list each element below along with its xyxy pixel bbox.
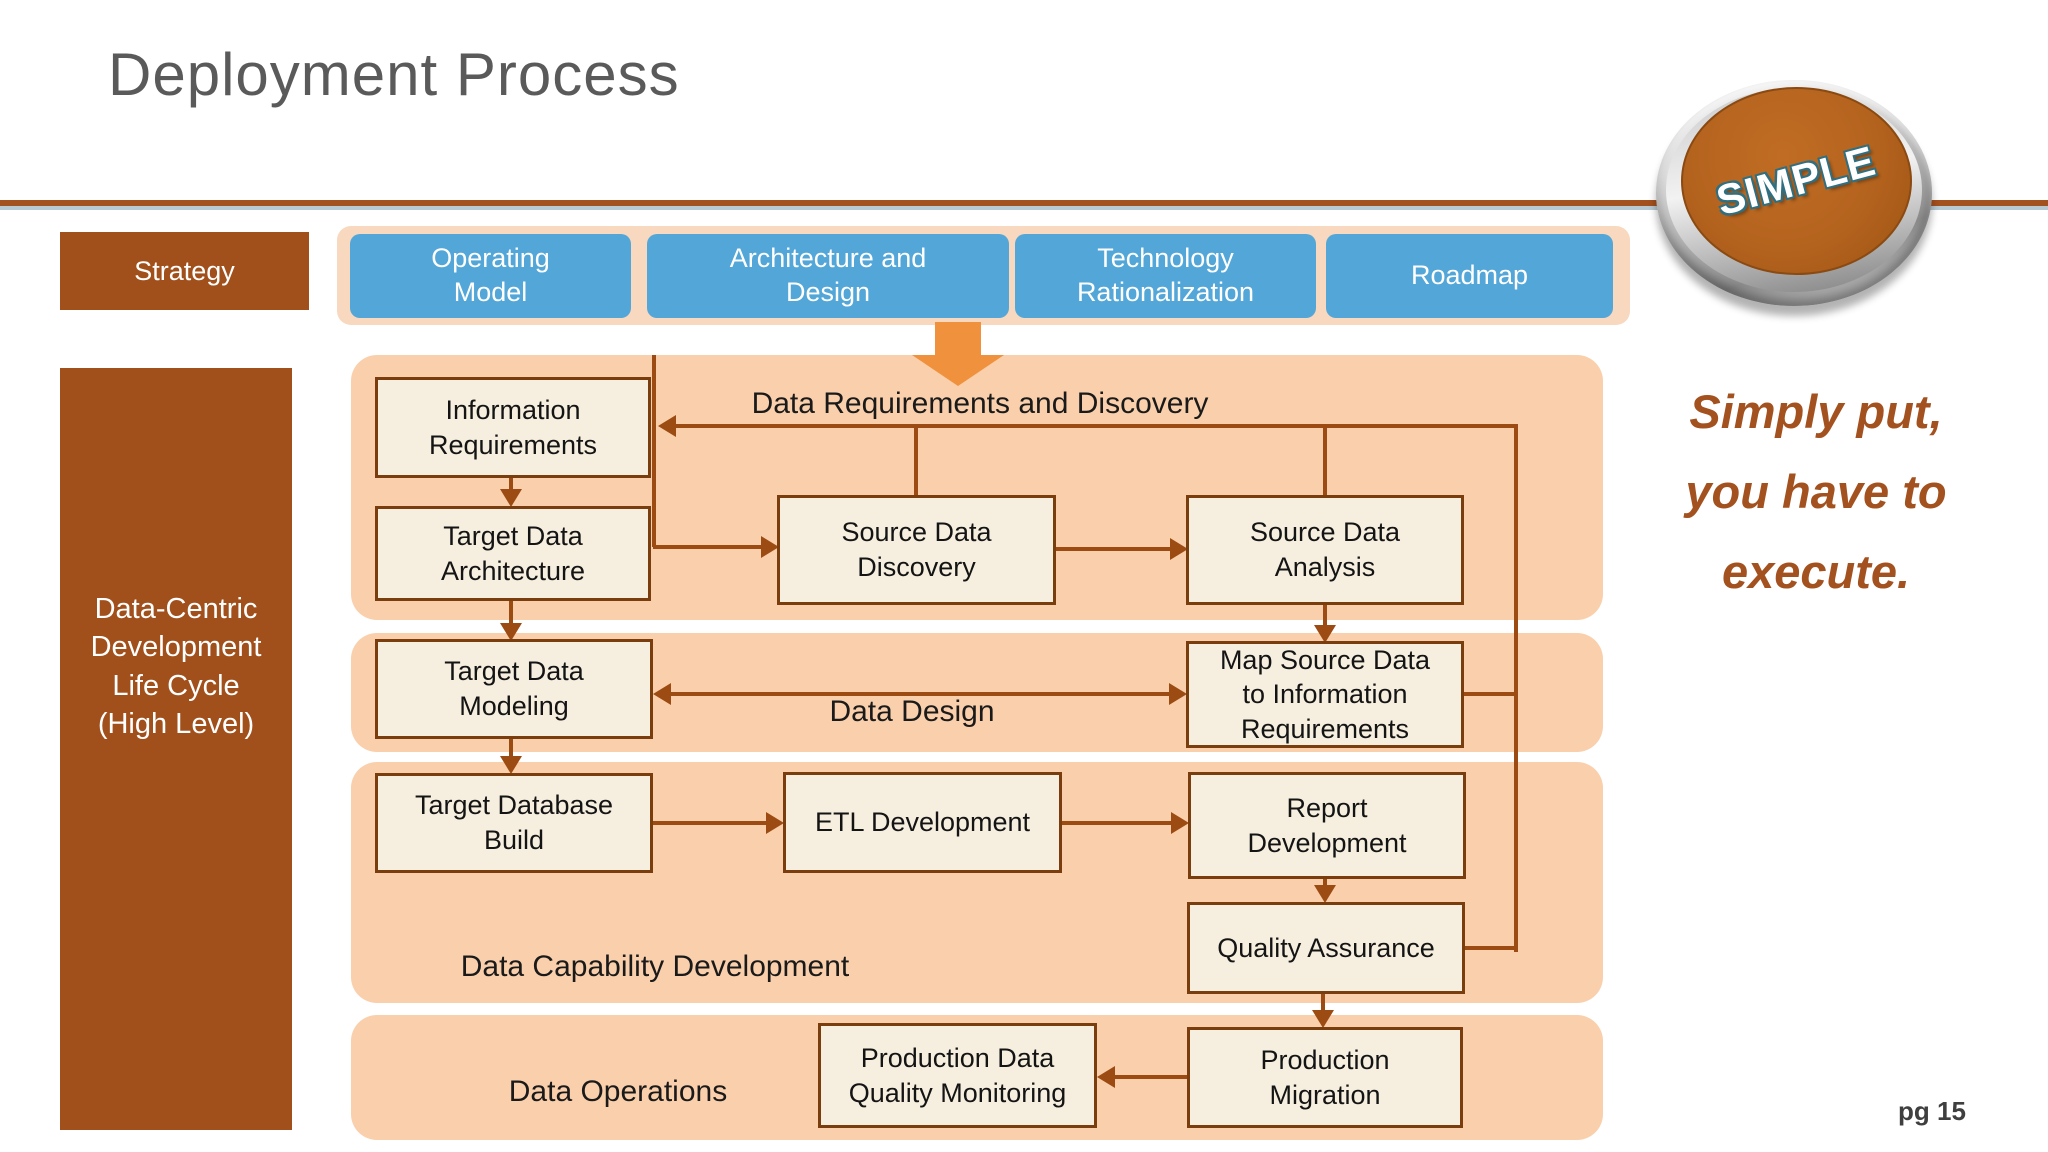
simple-button-graphic: SIMPLE: [1656, 80, 1932, 312]
arrowhead-report-to-qa-icon: [1314, 885, 1336, 903]
node-target-database-build-label: Target Database Build: [414, 790, 614, 855]
arrowhead-qa-to-migration-icon: [1312, 1010, 1334, 1028]
node-quality-assurance: Quality Assurance: [1187, 902, 1465, 994]
node-information-requirements-label: Information Requirements: [428, 394, 598, 460]
connector-modeling-to-build: [509, 739, 513, 759]
node-target-data-modeling-label: Target Data Modeling: [444, 656, 584, 721]
connector-etl-to-report: [1062, 821, 1172, 825]
strategy-label: Strategy: [134, 255, 235, 286]
connector-modeling-map-bidirectional: [669, 692, 1171, 696]
phase-operating-model: Operating Model: [350, 234, 631, 318]
arrowhead-architecture-to-modeling-icon: [500, 623, 522, 641]
arrowhead-modeling-to-build-icon: [500, 756, 522, 774]
quote-line-3: execute.: [1721, 544, 1911, 598]
feedback-arrowhead-left-icon: [658, 415, 676, 437]
phase-architecture-and-design: Architecture and Design: [647, 234, 1009, 318]
connector-drop-source-data-discovery: [914, 426, 918, 495]
arrowhead-migration-to-monitoring-icon: [1097, 1066, 1115, 1088]
arrowhead-architecture-to-discovery-icon: [761, 536, 779, 558]
arrowhead-etl-to-report-icon: [1171, 812, 1189, 834]
connector-qa-to-migration: [1321, 994, 1325, 1012]
connector-feedback-horizontal: [674, 424, 1516, 428]
node-etl-development-label: ETL Development: [814, 807, 1031, 838]
strategy-box: Strategy: [60, 232, 309, 310]
node-map-source-data: Map Source Data to Information Requireme…: [1186, 641, 1464, 748]
phase-operating-model-label: Operating Model: [431, 243, 550, 307]
lifecycle-sidebar-label: Data-Centric Development Life Cycle (Hig…: [90, 593, 262, 740]
node-etl-development: ETL Development: [783, 772, 1062, 873]
connector-inforeq-to-architecture: [509, 478, 513, 492]
node-source-data-discovery-label: Source Data Discovery: [841, 517, 992, 582]
node-production-data-quality-monitoring-label: Production Data Quality Monitoring: [848, 1042, 1067, 1108]
phase-technology-rationalization: Technology Rationalization: [1015, 234, 1316, 318]
down-arrow-icon: [912, 355, 1004, 386]
connector-analysis-to-map: [1323, 605, 1327, 627]
down-arrow-shaft: [935, 322, 981, 356]
panel-title-requirements: Data Requirements and Discovery: [751, 387, 1209, 420]
node-target-data-architecture-label: Target Data Architecture: [440, 520, 586, 586]
node-information-requirements: Information Requirements: [375, 377, 651, 478]
connector-panel-top-to-discovery: [652, 355, 656, 547]
page-title: Deployment Process: [108, 41, 680, 108]
quote-line-1: Simply put,: [1689, 385, 1943, 438]
connector-map-source-to-feedback: [1464, 692, 1518, 696]
arrowhead-build-to-etl-icon: [766, 812, 784, 834]
node-map-source-data-label: Map Source Data to Information Requireme…: [1219, 644, 1431, 744]
node-production-data-quality-monitoring: Production Data Quality Monitoring: [818, 1023, 1097, 1128]
connector-drop-source-data-analysis: [1323, 426, 1327, 495]
header-rule-top: [0, 200, 2048, 206]
arrowhead-analysis-to-map-icon: [1314, 625, 1336, 643]
phase-roadmap-label: Roadmap: [1410, 260, 1529, 291]
node-source-data-analysis: Source Data Analysis: [1186, 495, 1464, 605]
simple-button-label: SIMPLE: [1711, 136, 1881, 225]
connector-feedback-vertical-right: [1514, 424, 1518, 952]
simple-button-face: SIMPLE: [1681, 87, 1912, 275]
quote-line-2: you have to: [1685, 464, 1947, 518]
connector-architecture-to-discovery: [653, 545, 763, 549]
node-target-database-build: Target Database Build: [375, 773, 653, 873]
arrowhead-map-to-modeling-icon: [653, 683, 671, 705]
connector-discovery-to-analysis: [1056, 547, 1172, 551]
arrowhead-inforeq-to-architecture-icon: [500, 489, 522, 507]
node-quality-assurance-label: Quality Assurance: [1217, 932, 1435, 963]
node-production-migration: Production Migration: [1187, 1027, 1463, 1128]
arrowhead-modeling-to-map-icon: [1169, 683, 1187, 705]
node-target-data-modeling: Target Data Modeling: [375, 639, 653, 739]
phase-architecture-and-design-label: Architecture and Design: [729, 243, 927, 307]
page-number: pg 15: [1898, 1096, 1966, 1126]
connector-migration-to-monitoring: [1113, 1075, 1187, 1079]
connector-build-to-etl: [653, 821, 767, 825]
connector-report-to-qa: [1323, 879, 1327, 889]
node-source-data-analysis-label: Source Data Analysis: [1249, 517, 1401, 582]
arrowhead-discovery-to-analysis-icon: [1170, 538, 1188, 560]
node-source-data-discovery: Source Data Discovery: [777, 495, 1056, 605]
quote-text: Simply put, you have to execute.: [1620, 372, 2012, 612]
header-rule-bottom: [0, 206, 2048, 210]
panel-title-design: Data Design: [829, 695, 995, 728]
panel-title-operations: Data Operations: [508, 1075, 728, 1108]
connector-architecture-to-modeling: [509, 601, 513, 625]
phase-roadmap: Roadmap: [1326, 234, 1613, 318]
connector-quality-assurance-to-feedback: [1465, 946, 1518, 950]
node-target-data-architecture: Target Data Architecture: [375, 506, 651, 601]
node-report-development-label: Report Development: [1247, 792, 1407, 858]
node-production-migration-label: Production Migration: [1260, 1044, 1390, 1110]
phase-technology-rationalization-label: Technology Rationalization: [1076, 243, 1255, 307]
node-report-development: Report Development: [1188, 772, 1466, 879]
lifecycle-sidebar: Data-Centric Development Life Cycle (Hig…: [60, 368, 292, 1130]
panel-title-capability: Data Capability Development: [460, 950, 850, 983]
